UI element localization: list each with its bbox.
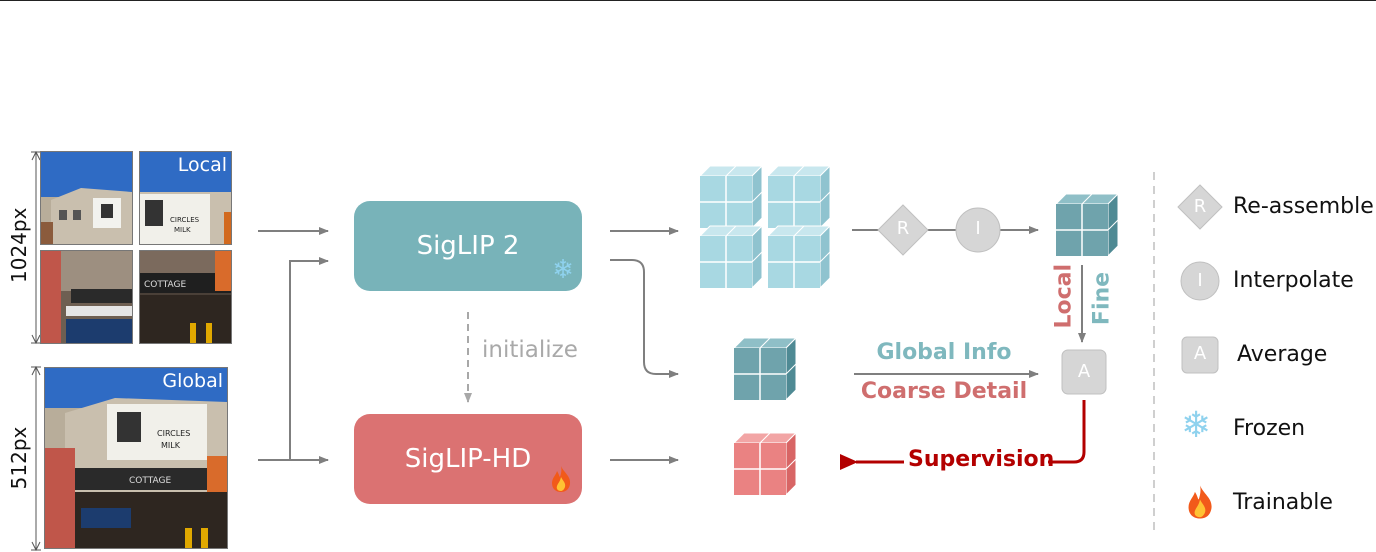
coarse-detail-label: Coarse Detail xyxy=(860,379,1028,404)
local-tile-bottom-right: COTTAGE xyxy=(139,250,232,344)
diamond-icon xyxy=(1177,184,1223,230)
legend-symbol-i: I xyxy=(1197,270,1203,291)
fine-feature-cube xyxy=(1055,193,1119,257)
legend-symbol-r: R xyxy=(1193,196,1207,217)
interpolate-op xyxy=(955,207,1001,253)
flame-icon xyxy=(550,465,572,500)
siglip2-label: SigLIP 2 xyxy=(416,231,520,261)
svg-text:MILK: MILK xyxy=(174,226,191,234)
reassemble-op xyxy=(877,204,929,256)
siglip2-model-box: SigLIP 2 ❄ xyxy=(354,201,582,291)
local-tile-top-right: CIRCLES MILK Local xyxy=(139,151,232,245)
local-label: Local xyxy=(177,154,227,176)
snowflake-icon: ❄ xyxy=(552,255,574,285)
legend-reassemble: Re-assemble xyxy=(1233,194,1374,219)
top-rule xyxy=(0,0,1376,1)
interpolate-symbol: I xyxy=(975,218,981,239)
student-feature-cube xyxy=(733,432,797,496)
legend-average: Average xyxy=(1237,342,1328,367)
arrow-siglip2-to-global-feature xyxy=(610,259,679,378)
svg-text:MILK: MILK xyxy=(161,441,181,450)
legend-icons xyxy=(1177,184,1223,374)
siglip-hd-label: SigLIP-HD xyxy=(404,444,532,474)
legend-symbol-a: A xyxy=(1193,343,1207,364)
svg-text:CIRCLES: CIRCLES xyxy=(170,216,200,224)
supervision-label: Supervision xyxy=(908,447,1055,472)
local-vertical-label: Local xyxy=(1051,263,1077,329)
global-label: Global xyxy=(162,370,223,392)
svg-text:COTTAGE: COTTAGE xyxy=(129,476,171,486)
global-feature-cube xyxy=(733,337,797,401)
svg-text:CIRCLES: CIRCLES xyxy=(157,429,190,438)
average-symbol: A xyxy=(1077,361,1091,382)
siglip-hd-model-box: SigLIP-HD xyxy=(354,414,582,504)
arrow-global-branch-up xyxy=(258,257,329,461)
reassemble-symbol: R xyxy=(896,218,910,239)
local-tile-top-left xyxy=(40,151,133,245)
circle-icon xyxy=(1180,261,1220,301)
legend-trainable: Trainable xyxy=(1233,490,1333,515)
local-feature-cube-4 xyxy=(767,225,831,289)
global-tile: CIRCLES MILK COTTAGE Global xyxy=(44,367,228,549)
legend-frozen: Frozen xyxy=(1233,416,1306,441)
legend-interpolate: Interpolate xyxy=(1233,268,1354,293)
dimension-1024 xyxy=(31,150,41,345)
legend-flame-icon xyxy=(1186,484,1214,524)
local-feature-cube-2 xyxy=(767,165,831,229)
svg-text:COTTAGE: COTTAGE xyxy=(144,280,186,290)
dimension-512 xyxy=(31,365,41,552)
local-tile-bottom-left xyxy=(40,250,133,344)
fine-vertical-label: Fine xyxy=(1089,271,1115,326)
local-feature-cube-3 xyxy=(699,225,763,289)
square-icon xyxy=(1181,336,1219,374)
local-feature-cube-1 xyxy=(699,165,763,229)
legend-snowflake-icon: ❄ xyxy=(1181,405,1212,446)
global-info-label: Global Info xyxy=(876,340,1012,365)
arrow-supervision xyxy=(1048,400,1086,464)
initialize-label: initialize xyxy=(482,337,578,363)
average-op xyxy=(1061,349,1107,395)
